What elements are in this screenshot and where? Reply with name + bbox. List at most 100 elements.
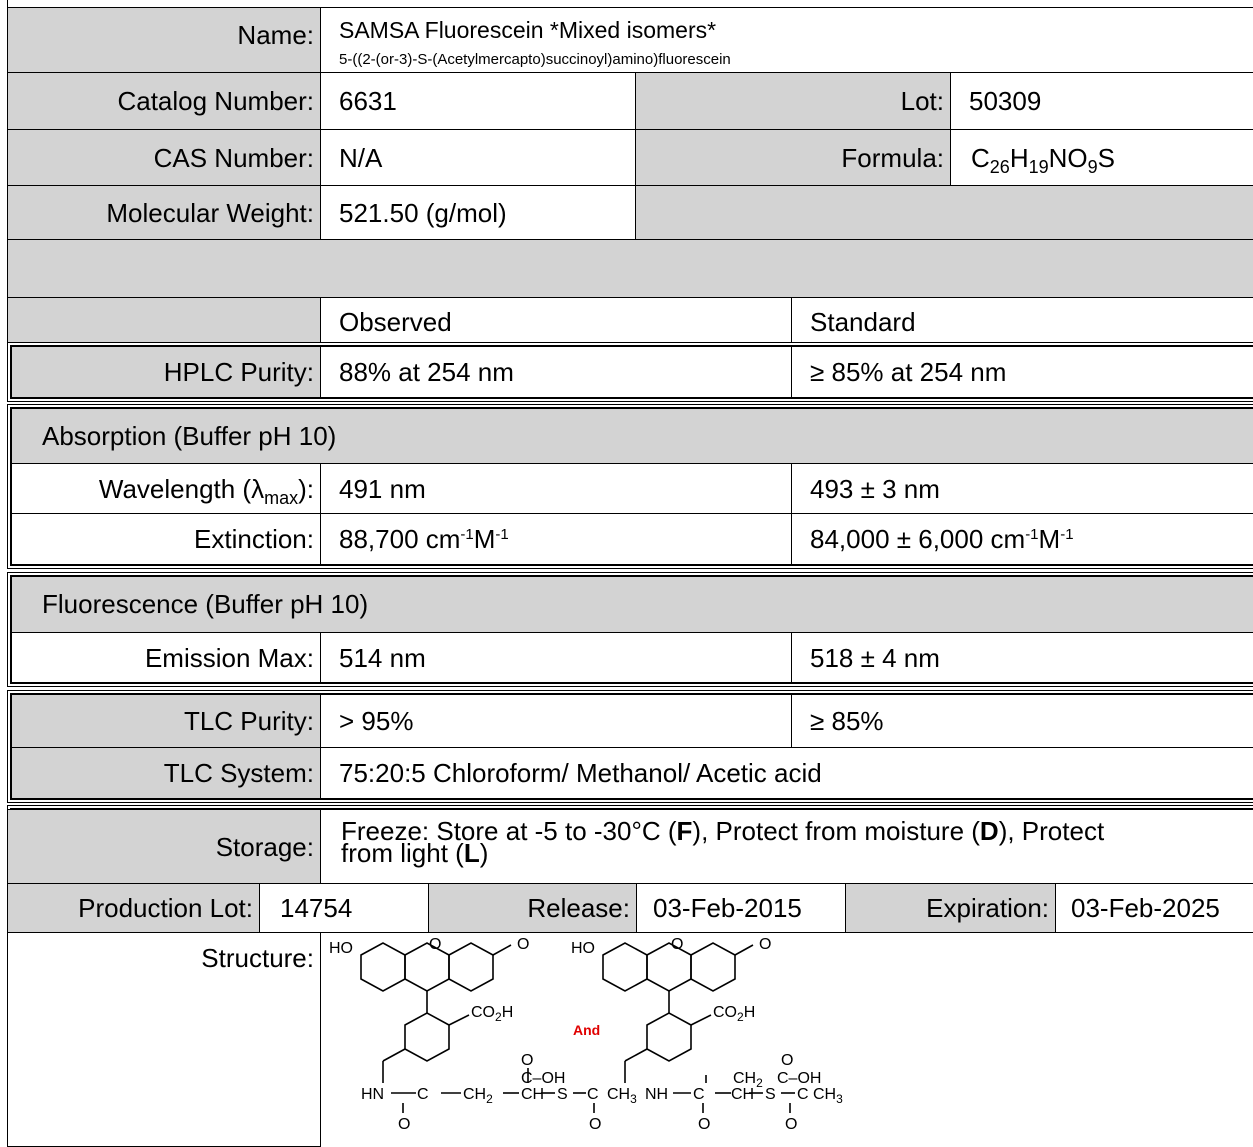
- structure-image: HO O O CO2H And O C–OH HN C CH2 CH S C C…: [329, 936, 843, 1133]
- emission-standard-text: 518 ± 4 nm: [810, 642, 940, 673]
- svg-text:C: C: [797, 1086, 809, 1103]
- lot-label: Lot:: [635, 72, 951, 130]
- svg-text:CO2H: CO2H: [471, 1004, 513, 1024]
- svg-text:CO2H: CO2H: [713, 1004, 755, 1024]
- hplc-label-text: HPLC Purity:: [163, 357, 314, 387]
- extinction-standard: 84,000 ± 6,000 cm-1M-1: [791, 513, 1253, 565]
- wavelength-label-text: Wavelength (λmax):: [98, 473, 314, 508]
- release-value-text: 03-Feb-2015: [653, 892, 802, 923]
- production-lot-value-text: 14754: [280, 892, 353, 923]
- storage-value: Freeze: Store at -5 to -30°C (F), Protec…: [320, 809, 1253, 884]
- catalog-label-text: Catalog Number:: [117, 86, 314, 116]
- expiration-label-text: Expiration:: [926, 893, 1049, 923]
- structure-cell: HO O O CO2H And O C–OH HN C CH2 CH S C C…: [320, 932, 1253, 1147]
- hplc-label: HPLC Purity:: [11, 346, 321, 398]
- svg-text:C–OH: C–OH: [777, 1070, 821, 1087]
- formula-label-text: Formula:: [841, 142, 944, 173]
- svg-text:O: O: [785, 1116, 797, 1133]
- hplc-observed: 88% at 254 nm: [320, 346, 792, 398]
- mw-blank: [635, 185, 1253, 240]
- tlc-purity-observed-text: > 95%: [339, 706, 414, 736]
- formula-text: C26H19NO9S: [971, 142, 1115, 177]
- svg-text:CH2: CH2: [463, 1086, 493, 1106]
- svg-text:C–OH: C–OH: [521, 1070, 565, 1087]
- storage-label: Storage:: [7, 809, 321, 884]
- extinction-observed: 88,700 cm-1M-1: [320, 513, 792, 565]
- svg-text:C: C: [417, 1086, 429, 1103]
- production-lot-label: Production Lot:: [7, 883, 260, 933]
- hplc-standard: ≥ 85% at 254 nm: [791, 346, 1253, 398]
- extinction-label: Extinction:: [11, 513, 321, 565]
- svg-text:C: C: [693, 1086, 705, 1103]
- tlc-system-label-text: TLC System:: [163, 758, 314, 788]
- emission-label: Emission Max:: [11, 632, 321, 683]
- expiration-value-text: 03-Feb-2025: [1071, 892, 1220, 923]
- product-name: SAMSA Fluorescein *Mixed isomers*: [339, 17, 717, 43]
- mw-value: 521.50 (g/mol): [320, 185, 636, 240]
- lot-value: 50309: [950, 72, 1253, 130]
- structure-label: Structure:: [7, 932, 321, 1147]
- svg-text:O: O: [398, 1116, 410, 1133]
- header-standard: Standard: [791, 297, 1253, 343]
- formula-value: C26H19NO9S: [950, 129, 1253, 186]
- tlc-purity-label-text: TLC Purity:: [183, 706, 314, 736]
- cas-label-text: CAS Number:: [153, 142, 314, 173]
- tlc-system-value: 75:20:5 Chloroform/ Methanol/ Acetic aci…: [320, 747, 1253, 799]
- storage-text: Freeze: Store at -5 to -30°C (F), Protec…: [341, 816, 1105, 868]
- tlc-purity-label: TLC Purity:: [11, 694, 321, 748]
- name-label-text: Name:: [237, 20, 314, 50]
- catalog-label: Catalog Number:: [7, 72, 321, 130]
- emission-standard: 518 ± 4 nm: [791, 632, 1253, 683]
- svg-text:O: O: [759, 936, 771, 953]
- svg-text:CH3: CH3: [813, 1086, 843, 1106]
- svg-text:HN: HN: [361, 1086, 384, 1103]
- name-label: Name:: [7, 7, 321, 73]
- expiration-value: 03-Feb-2025: [1055, 883, 1253, 933]
- structure-label-text: Structure:: [201, 943, 314, 973]
- tlc-purity-standard: ≥ 85%: [791, 694, 1253, 748]
- tlc-system-label: TLC System:: [11, 747, 321, 799]
- cas-value-text: N/A: [339, 142, 383, 173]
- absorption-title-text: Absorption (Buffer pH 10): [42, 420, 337, 451]
- mw-label-text: Molecular Weight:: [106, 197, 314, 228]
- wavelength-observed: 491 nm: [320, 463, 792, 514]
- svg-text:S: S: [557, 1086, 568, 1103]
- mw-value-text: 521.50 (g/mol): [339, 197, 507, 228]
- svg-text:CH: CH: [521, 1086, 544, 1103]
- svg-text:C: C: [587, 1086, 599, 1103]
- name-value-cell: SAMSA Fluorescein *Mixed isomers* 5-((2-…: [320, 7, 1253, 73]
- frame-left-stub: [7, 0, 8, 8]
- svg-text:O: O: [671, 936, 683, 953]
- release-label: Release:: [428, 883, 637, 933]
- svg-text:CH3: CH3: [607, 1086, 637, 1106]
- header-observed-text: Observed: [339, 307, 452, 337]
- svg-text:NH: NH: [645, 1086, 668, 1103]
- cas-label: CAS Number:: [7, 129, 321, 186]
- storage-divider: [7, 805, 1253, 811]
- fluorescence-title-text: Fluorescence (Buffer pH 10): [42, 589, 369, 619]
- extinction-standard-text: 84,000 ± 6,000 cm-1M-1: [810, 524, 1074, 554]
- svg-text:O: O: [517, 936, 529, 953]
- expiration-label: Expiration:: [845, 883, 1056, 933]
- extinction-label-text: Extinction:: [194, 524, 314, 554]
- product-chemical-name: 5-((2-(or-3)-S-(Acetylmercapto)succinoyl…: [339, 51, 731, 68]
- tlc-system-value-text: 75:20:5 Chloroform/ Methanol/ Acetic aci…: [339, 758, 822, 788]
- hplc-observed-text: 88% at 254 nm: [339, 357, 514, 387]
- lot-label-text: Lot:: [900, 86, 944, 116]
- svg-text:O: O: [589, 1116, 601, 1133]
- wavelength-standard-text: 493 ± 3 nm: [810, 473, 940, 504]
- svg-text:HO: HO: [329, 940, 353, 957]
- catalog-value-text: 6631: [339, 86, 397, 116]
- release-value: 03-Feb-2015: [636, 883, 846, 933]
- svg-text:O: O: [521, 1052, 533, 1069]
- mw-label: Molecular Weight:: [7, 185, 321, 240]
- svg-text:O: O: [429, 936, 441, 953]
- tlc-group: [7, 690, 1253, 803]
- header-standard-text: Standard: [810, 307, 916, 337]
- wavelength-standard: 493 ± 3 nm: [791, 463, 1253, 514]
- wavelength-observed-text: 491 nm: [339, 473, 426, 504]
- storage-label-text: Storage:: [215, 831, 314, 862]
- absorption-title: Absorption (Buffer pH 10): [11, 408, 1253, 464]
- fluorescence-title: Fluorescence (Buffer pH 10): [11, 576, 1253, 633]
- tlc-purity-standard-text: ≥ 85%: [810, 706, 884, 736]
